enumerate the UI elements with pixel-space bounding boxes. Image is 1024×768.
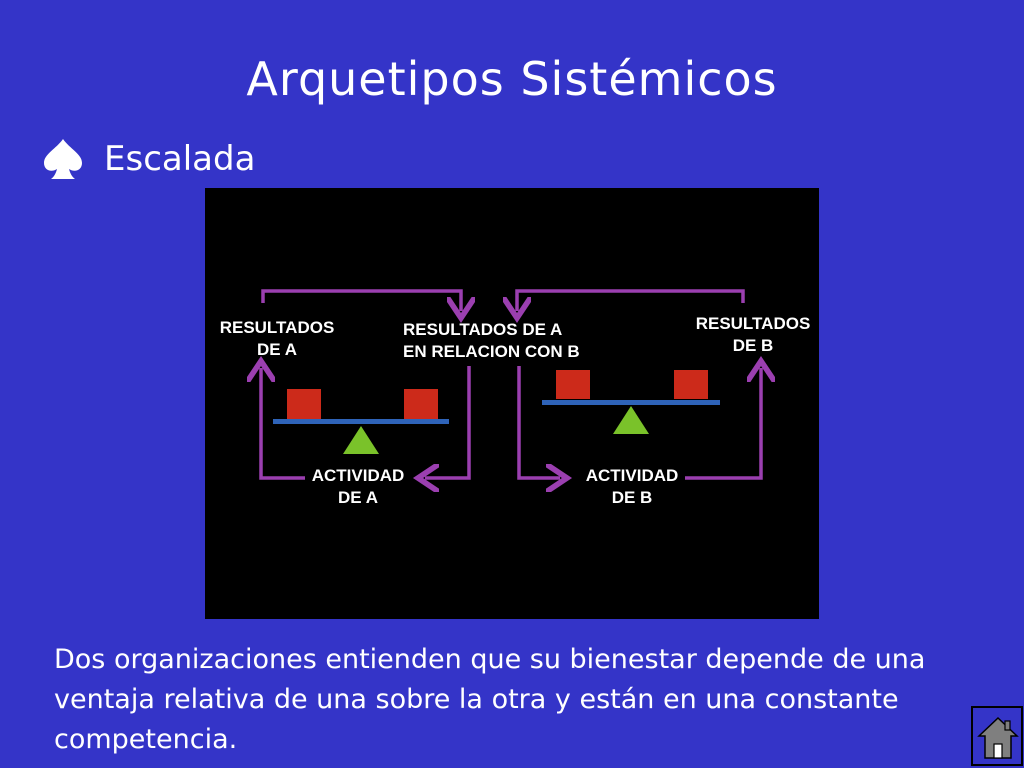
label-resultados-relacion: RESULTADOS DE A EN RELACION CON B — [403, 320, 580, 361]
label-resultados-b: RESULTADOS DE B — [695, 314, 811, 355]
home-icon — [977, 716, 1019, 759]
spade-icon — [40, 136, 86, 182]
beam-a — [273, 419, 449, 424]
right-loop-arrows — [517, 289, 761, 478]
bullet-item: Escalada — [40, 134, 255, 184]
fulcrum-a — [343, 426, 379, 454]
home-button[interactable] — [971, 706, 1023, 766]
slide-title: Arquetipos Sistémicos — [246, 52, 778, 106]
escalation-diagram: RESULTADOS DE A RESULTADOS DE A EN RELAC… — [205, 188, 819, 619]
beam-b — [542, 400, 720, 405]
seesaw-b — [542, 370, 720, 434]
weight-b-left — [556, 370, 590, 399]
left-loop-arrows — [261, 289, 469, 478]
label-actividad-a: ACTIVIDAD DE A — [311, 466, 405, 507]
slide-caption: Dos organizaciones entienden que su bien… — [54, 644, 926, 755]
label-actividad-b: ACTIVIDAD DE B — [585, 466, 679, 507]
bullet-label: Escalada — [104, 139, 256, 179]
fulcrum-b — [613, 406, 649, 434]
label-resultados-a: RESULTADOS DE A — [219, 318, 335, 359]
weight-a-right — [404, 389, 438, 419]
seesaw-a — [273, 389, 449, 454]
weight-a-left — [287, 389, 321, 419]
weight-b-right — [674, 370, 708, 399]
